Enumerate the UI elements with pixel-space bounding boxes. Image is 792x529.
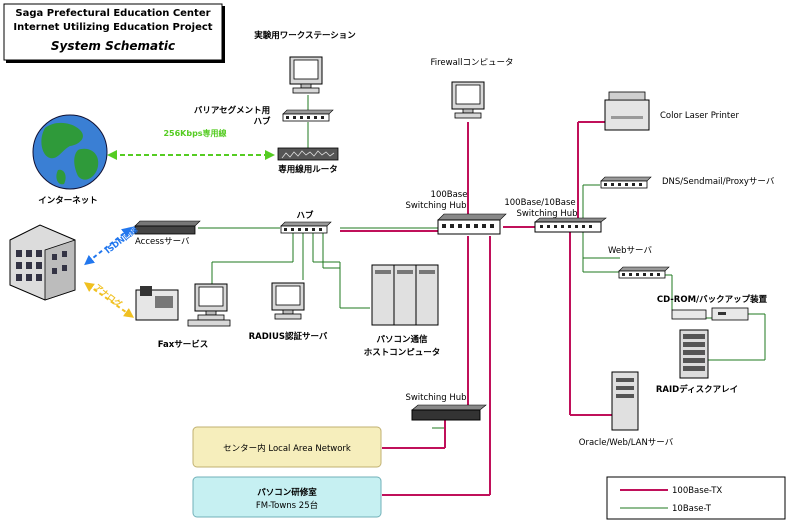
legend: 100Base-TX 10Base-T xyxy=(606,476,786,520)
barrier-hub-node: バリアセグメント用 ハブ xyxy=(194,105,334,127)
switch-100base-label-2: Switching Hub xyxy=(405,201,466,211)
legend-t-label: 10Base-T xyxy=(672,504,712,514)
switch-10base-node: 100Base/10Base Switching Hub xyxy=(504,198,607,233)
lan-box-label: センター内 Local Area Network xyxy=(223,443,351,454)
isdn-label: ISDN回線 xyxy=(103,224,139,255)
workstation-label: 実験用ワークステーション xyxy=(254,30,356,41)
printer-node: Color Laser Printer xyxy=(604,91,739,131)
pc-host-node: パソコン通信 ホストコンピュータ xyxy=(364,264,441,358)
access-server-node: Accessサーバ xyxy=(134,220,201,247)
switch-100base-label-1: 100Base xyxy=(431,190,468,200)
dns-server-node: DNS/Sendmail/Proxyサーバ xyxy=(600,176,775,189)
lan-box: センター内 Local Area Network xyxy=(192,426,382,468)
hub-label: ハブ xyxy=(296,210,314,221)
internet-label: インターネット xyxy=(38,195,98,206)
cdrom-label: CD-ROM/バックアップ装置 xyxy=(657,294,768,305)
firewall-node: Firewallコンピュータ xyxy=(430,58,514,119)
leased-line-label: 256Kbps専用線 xyxy=(163,128,226,138)
pc-room-box: パソコン研修室 FM-Towns 25台 xyxy=(192,476,382,518)
pc-host-label-1: パソコン通信 xyxy=(376,334,428,345)
web-server-node: Webサーバ xyxy=(608,246,670,279)
pc-room-label-1: パソコン研修室 xyxy=(257,487,317,498)
analog-link: アナログ xyxy=(83,282,135,318)
cdrom-node: CD-ROM/バックアップ装置 xyxy=(657,294,768,321)
switch-10base-label-2: Switching Hub xyxy=(516,209,577,219)
raid-node: RAIDディスクアレイ xyxy=(656,329,738,395)
workstation-node: 実験用ワークステーション xyxy=(254,30,356,94)
fax-label: Faxサービス xyxy=(158,339,209,350)
building-node xyxy=(9,224,76,301)
barrier-hub-label-1: バリアセグメント用 xyxy=(194,105,270,116)
oracle-label: Oracle/Web/LANサーバ xyxy=(579,438,674,448)
oracle-server-node: Oracle/Web/LANサーバ xyxy=(579,371,674,448)
title-line-2: Internet Utilizing Education Project xyxy=(13,22,212,33)
web-label: Webサーバ xyxy=(608,246,652,256)
leased-line-link: 256Kbps専用線 xyxy=(107,128,275,160)
access-label: Accessサーバ xyxy=(135,237,190,247)
links-10base-t xyxy=(198,95,766,429)
legend-tx-label: 100Base-TX xyxy=(672,486,722,496)
title-box: Saga Prefectural Education Center Intern… xyxy=(3,3,225,63)
switching-hub-lower-label: Switching Hub xyxy=(405,393,466,403)
radius-node: RADIUS認証サーバ xyxy=(249,282,328,342)
raid-label: RAIDディスクアレイ xyxy=(656,384,738,395)
title-line-1: Saga Prefectural Education Center xyxy=(15,8,210,19)
title-line-3: System Schematic xyxy=(51,39,175,53)
printer-label: Color Laser Printer xyxy=(660,111,739,121)
switching-hub-lower-node: Switching Hub xyxy=(405,393,487,421)
internet-globe: インターネット xyxy=(32,114,108,206)
hub-node: ハブ xyxy=(280,210,332,234)
barrier-hub-label-2: ハブ xyxy=(253,116,271,127)
dns-label: DNS/Sendmail/Proxyサーバ xyxy=(662,177,775,187)
switch-10base-label-1: 100Base/10Base xyxy=(504,198,575,208)
pc-room-label-2: FM-Towns 25台 xyxy=(256,500,318,511)
leased-router-label: 専用線用ルータ xyxy=(278,164,338,175)
links-100base-tx xyxy=(340,121,612,496)
switch-100base-node: 100Base Switching Hub xyxy=(405,190,507,235)
radius-label: RADIUS認証サーバ xyxy=(249,331,328,342)
isdn-link: ISDN回線 xyxy=(84,224,139,266)
leased-router-node: 専用線用ルータ xyxy=(277,147,339,175)
pc-host-label-2: ホストコンピュータ xyxy=(364,347,441,358)
analog-label: アナログ xyxy=(93,282,124,309)
firewall-label: Firewallコンピュータ xyxy=(430,58,513,68)
fax-node: Faxサービス xyxy=(135,283,231,350)
